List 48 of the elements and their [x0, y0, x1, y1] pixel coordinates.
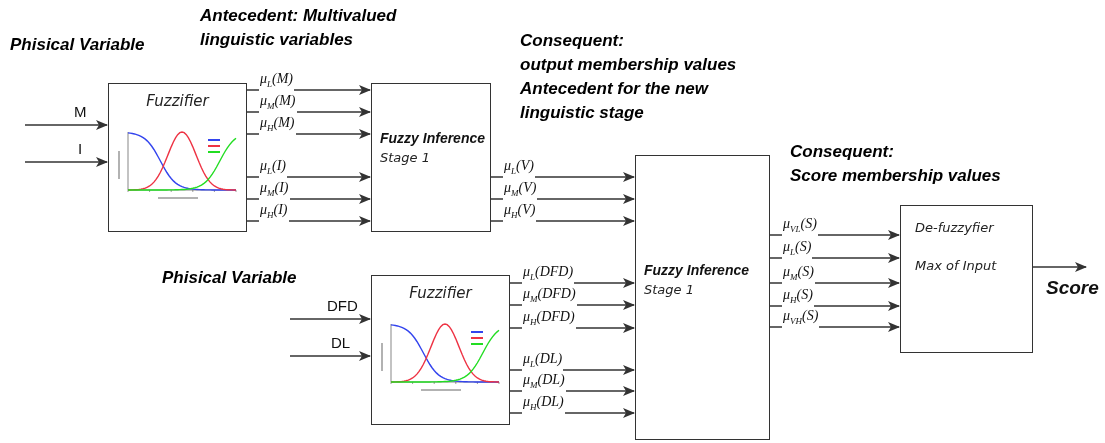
heading-text: Phisical Variable	[162, 267, 298, 289]
fuzzifier-box	[371, 275, 510, 425]
arrow	[289, 351, 371, 361]
edge-label: μ$_{L}$(M)	[259, 71, 295, 92]
box-title: Fuzzy Inference	[644, 262, 750, 278]
edge-label: μ$_{H}$(M)	[259, 115, 296, 136]
edge-label: μ$_{VH}$(S)	[782, 308, 820, 329]
box-title: Fuzzifier	[145, 92, 211, 110]
heading-text: Consequent:	[520, 30, 625, 52]
arrow	[24, 157, 108, 167]
box-subtitle: Stage 1	[380, 150, 430, 165]
fuzzifier-box	[108, 83, 247, 232]
heading-text: Score membership values	[790, 165, 1002, 187]
edge-label: μ$_{M}$(V)	[503, 180, 538, 201]
edge-label: μ$_{M}$(S)	[782, 264, 815, 285]
heading-text: output membership values Antecedent for the new linguistic stage	[520, 54, 738, 124]
edge-label: μ$_{H}$(DFD)	[522, 309, 576, 330]
heading-text: Antecedent: Multivalued linguistic variables	[200, 5, 398, 51]
edge-label: μ$_{L}$(DFD)	[522, 264, 575, 285]
input-label: M	[73, 104, 88, 120]
input-label: DFD	[326, 298, 359, 314]
edge-label: μ$_{H}$(I)	[259, 202, 289, 223]
edge-label: μ$_{H}$(S)	[782, 287, 814, 308]
box-subtitle: Max of Input	[915, 258, 997, 273]
arrow	[1032, 262, 1087, 272]
process-box	[635, 155, 770, 440]
edge-label: μ$_{L}$(V)	[503, 158, 535, 179]
edge-label: μ$_{M}$(M)	[259, 93, 297, 114]
arrow	[289, 314, 371, 324]
arrow	[24, 120, 108, 130]
edge-label: μ$_{L}$(I)	[259, 158, 288, 179]
box-subtitle: Stage 1	[644, 282, 694, 297]
edge-label: μ$_{M}$(DL)	[522, 372, 566, 393]
edge-label: μ$_{VL}$(S)	[782, 216, 818, 237]
box-title: Fuzzifier	[408, 284, 474, 302]
edge-label: μ$_{M}$(DFD)	[522, 286, 577, 307]
process-box	[900, 205, 1033, 353]
input-label: I	[77, 141, 84, 157]
edge-label: μ$_{L}$(DL)	[522, 351, 564, 372]
box-title: De-fuzzyfier	[915, 220, 994, 235]
edge-label: μ$_{H}$(DL)	[522, 394, 565, 415]
edge-label: μ$_{H}$(V)	[503, 202, 537, 223]
input-label: DL	[330, 335, 352, 351]
edge-label: μ$_{M}$(I)	[259, 180, 290, 201]
edge-label: μ$_{L}$(S)	[782, 239, 813, 260]
box-title: Fuzzy Inference	[380, 130, 486, 146]
process-box	[371, 83, 491, 232]
heading-text: Consequent:	[790, 141, 895, 163]
